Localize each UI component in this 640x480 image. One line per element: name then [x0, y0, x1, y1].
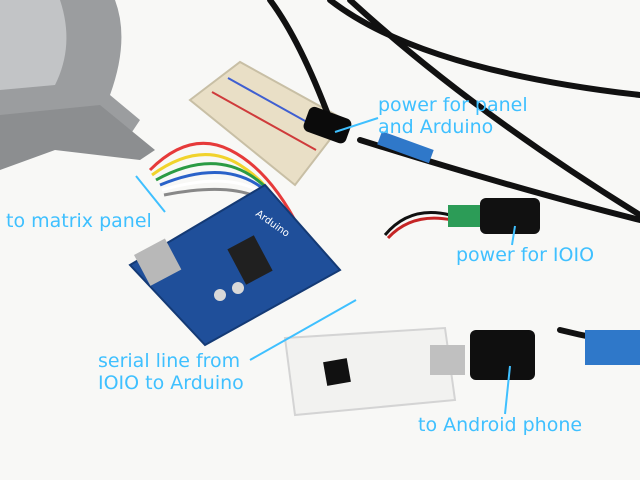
annotation-leaders: [135, 117, 516, 415]
label-power-ioio: power for IOIO: [456, 244, 595, 266]
grey-fixture: [0, 0, 155, 170]
label-android-phone: to Android phone: [418, 414, 583, 436]
arduino-board: Arduino: [128, 183, 342, 347]
label-matrix-panel: to matrix panel: [6, 210, 152, 232]
label-power-panel-arduino: power for panel and Arduino: [378, 94, 528, 138]
ioio-board: [283, 326, 465, 417]
label-serial-line: serial line from IOIO to Arduino: [98, 350, 244, 394]
ioio-power-cable: [383, 198, 540, 240]
usb-connector: [470, 330, 640, 380]
power-plug: [303, 106, 434, 164]
